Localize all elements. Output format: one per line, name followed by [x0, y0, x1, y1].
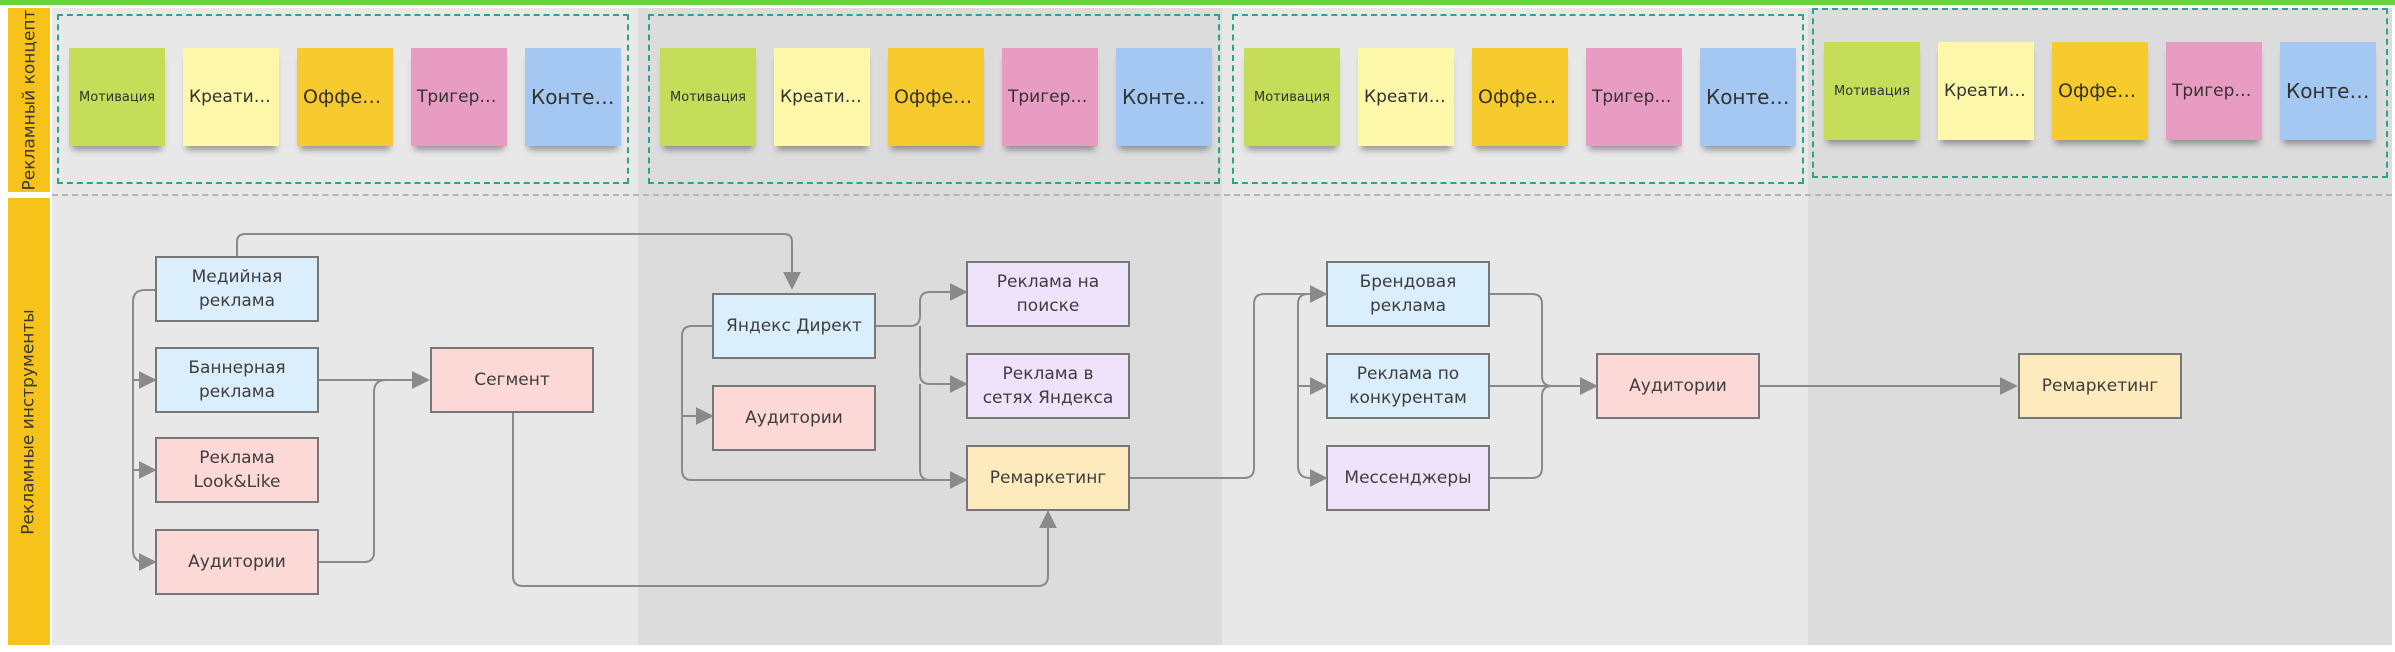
sticky-orange[interactable]: Оффер... — [2052, 42, 2148, 140]
sticky-label: Мотивация — [670, 89, 746, 105]
sticky-yellow[interactable]: Креативы — [1358, 48, 1454, 146]
sticky-label: Мотивация — [79, 89, 155, 105]
sticky-label: Тригерры — [1008, 87, 1092, 107]
sticky-orange[interactable]: Оффер... — [297, 48, 393, 146]
node-yandex-direct[interactable]: Яндекс Директ — [712, 293, 876, 359]
sticky-label: Контент — [531, 85, 615, 109]
node-audiences-3[interactable]: Аудитории — [1596, 353, 1760, 419]
sticky-label: Креативы — [1944, 81, 2028, 101]
sticky-green[interactable]: Мотивация — [1824, 42, 1920, 140]
node-remarketing-2[interactable]: Ремаркетинг — [2018, 353, 2182, 419]
sticky-label: Оффер... — [2058, 80, 2142, 102]
sticky-label: Мотивация — [1254, 89, 1330, 105]
sticky-label: Контент — [1122, 85, 1206, 109]
sticky-label: Креативы — [189, 87, 273, 107]
node-messengers[interactable]: Мессенджеры — [1326, 445, 1490, 511]
concept-group-2[interactable] — [648, 14, 1220, 184]
concept-group-4[interactable] — [1812, 8, 2388, 178]
concept-group-1[interactable] — [57, 14, 629, 184]
node-looklike-ads[interactable]: Реклама Look&Like — [155, 437, 319, 503]
sticky-green[interactable]: Мотивация — [1244, 48, 1340, 146]
sticky-blue[interactable]: Контент — [525, 48, 621, 146]
sticky-yellow[interactable]: Креативы — [1938, 42, 2034, 140]
node-audiences-2[interactable]: Аудитории — [712, 385, 876, 451]
sticky-label: Оффер... — [1478, 86, 1562, 108]
sticky-pink[interactable]: Тригерры — [411, 48, 507, 146]
node-competitor-ads[interactable]: Реклама по конкурентам — [1326, 353, 1490, 419]
sticky-label: Тригерры — [417, 87, 501, 107]
connector-yd-remarketing — [919, 384, 931, 481]
sticky-label: Тригерры — [1592, 87, 1676, 107]
sticky-blue[interactable]: Контент — [1116, 48, 1212, 146]
connector-segment-remarketing — [512, 413, 1057, 587]
node-segment[interactable]: Сегмент — [430, 347, 594, 413]
sticky-yellow[interactable]: Креативы — [183, 48, 279, 146]
row-label-bottom: Рекламные инструменты — [8, 198, 50, 645]
sticky-orange[interactable]: Оффер... — [888, 48, 984, 146]
sticky-label: Тригерры — [2172, 81, 2256, 101]
node-audiences-1[interactable]: Аудитории — [155, 529, 319, 595]
sticky-pink[interactable]: Тригерры — [2166, 42, 2262, 140]
node-remarketing-1[interactable]: Ремаркетинг — [966, 445, 1130, 511]
sticky-yellow[interactable]: Креативы — [774, 48, 870, 146]
node-banner-ads[interactable]: Баннерная реклама — [155, 347, 319, 413]
sticky-label: Креативы — [780, 87, 864, 107]
connector-bracket-left — [132, 289, 155, 563]
node-brand-ads[interactable]: Брендовая реклама — [1326, 261, 1490, 327]
sticky-pink[interactable]: Тригерры — [1002, 48, 1098, 146]
top-accent-line — [0, 0, 2395, 5]
node-search-ads[interactable]: Реклама на поиске — [966, 261, 1130, 327]
sticky-label: Оффер... — [894, 86, 978, 108]
connector-remarketing-brand — [1130, 285, 1328, 479]
sticky-green[interactable]: Мотивация — [69, 48, 165, 146]
sticky-label: Креативы — [1364, 87, 1448, 107]
connector-yd-network — [919, 326, 968, 393]
connector-media-yandex — [236, 233, 801, 290]
sticky-orange[interactable]: Оффер... — [1472, 48, 1568, 146]
sticky-label: Мотивация — [1834, 83, 1910, 99]
connector-aud1-segment — [319, 371, 430, 563]
sticky-label: Контент — [2286, 79, 2370, 103]
node-media-ads[interactable]: Медийная реклама — [155, 256, 319, 322]
connector-brand-aud3 — [1490, 293, 1598, 395]
sticky-label: Оффер... — [303, 86, 387, 108]
row-label-top: Рекламный концепт — [8, 8, 50, 192]
node-network-ads[interactable]: Реклама в сетях Яндекса — [966, 353, 1130, 419]
sticky-pink[interactable]: Тригерры — [1586, 48, 1682, 146]
sticky-green[interactable]: Мотивация — [660, 48, 756, 146]
row-separator — [52, 194, 2392, 196]
connector-yd-search — [876, 283, 968, 327]
connector-yandex-bracket — [681, 325, 922, 481]
sticky-blue[interactable]: Контент — [2280, 42, 2376, 140]
concept-group-3[interactable] — [1232, 14, 1804, 184]
sticky-label: Контент — [1706, 85, 1790, 109]
connector-messengers-aud3 — [1490, 385, 1553, 479]
sticky-blue[interactable]: Контент — [1700, 48, 1796, 146]
